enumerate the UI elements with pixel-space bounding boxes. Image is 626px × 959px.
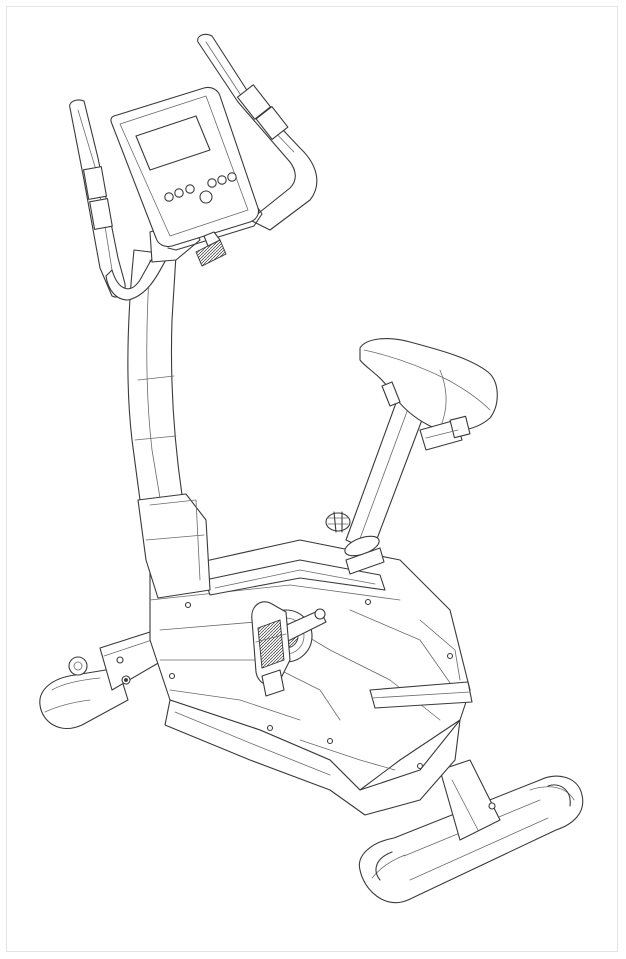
- front-stabilizer: [358, 759, 584, 904]
- seat-post: [325, 391, 429, 575]
- seat-adjust-knob-icon: [325, 511, 351, 533]
- pedal-crank: [251, 601, 327, 697]
- console: [110, 86, 263, 267]
- handlebars: [69, 33, 318, 301]
- rear-stabilizer: [39, 631, 161, 730]
- main-housing: [149, 539, 473, 816]
- console-screen: [135, 115, 211, 171]
- handlebar-post: [127, 249, 211, 599]
- seat: [359, 338, 498, 451]
